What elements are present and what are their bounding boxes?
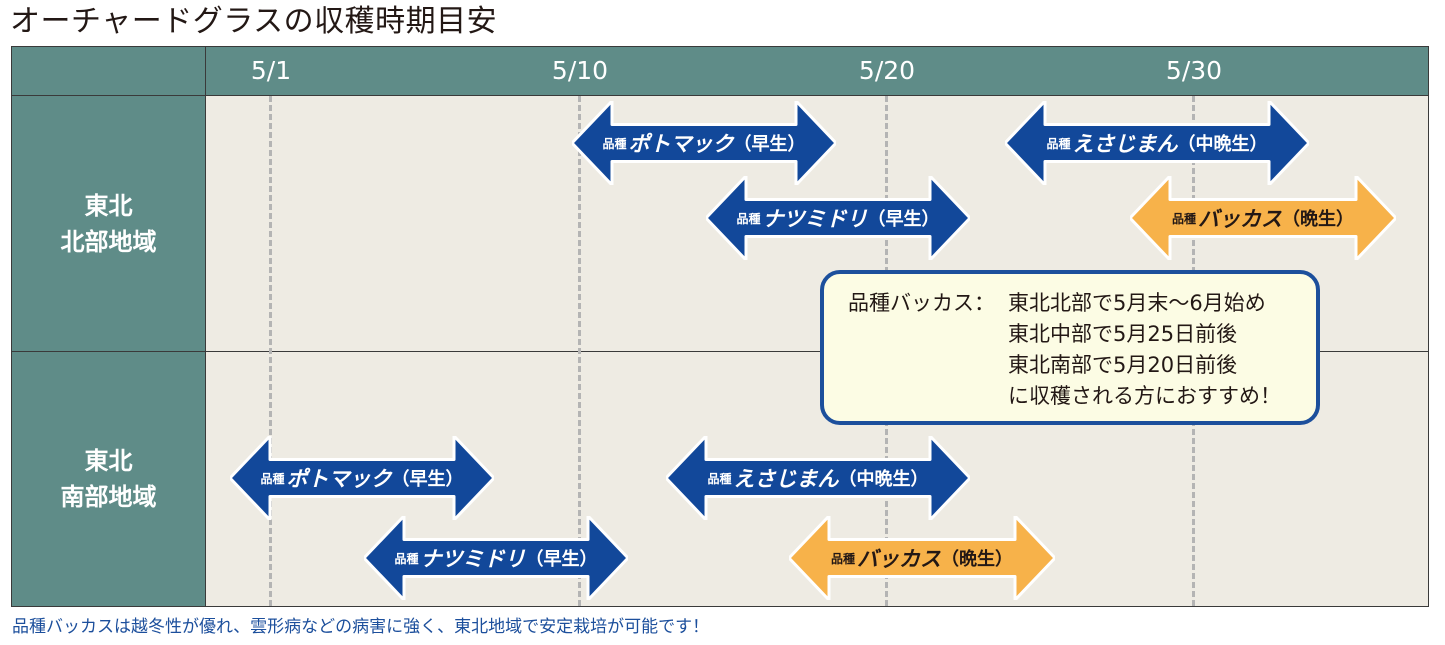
region-north-line1: 東北 bbox=[84, 191, 133, 220]
harvest-chart: 5/1 5/10 5/20 5/30 東北 北部地域 東北 南部地域 品種 ポト… bbox=[11, 46, 1429, 607]
variety-prefix: 品種 bbox=[1046, 136, 1071, 151]
callout-heading: 品種バッカス： bbox=[848, 291, 995, 315]
header-corner bbox=[12, 47, 206, 96]
arrow-body bbox=[230, 436, 494, 520]
variety-name: ポトマック bbox=[286, 467, 392, 491]
variety-name: ナツミドリ bbox=[420, 547, 526, 571]
date-label-5-20: 5/20 bbox=[858, 56, 916, 85]
arrow-north-esajiman: 品種 えさじまん （中晩生） bbox=[1005, 101, 1309, 185]
variety-prefix: 品種 bbox=[602, 136, 627, 151]
double-arrow-shape bbox=[706, 176, 970, 260]
variety-name: えさじまん bbox=[733, 467, 839, 491]
arrow-body bbox=[706, 176, 970, 260]
arrow-body bbox=[1005, 101, 1309, 185]
arrow-body bbox=[789, 516, 1055, 600]
callout-line: 東北南部で5月20日前後 bbox=[1008, 353, 1238, 377]
variety-suffix: （早生） bbox=[525, 549, 598, 570]
callout-line: に収穫される方におすすめ！ bbox=[1008, 384, 1281, 408]
row-divider bbox=[12, 351, 1428, 352]
arrow-south-bacchus: 品種 バッカス （晩生） bbox=[789, 516, 1055, 600]
callout-line: 東北中部で5月25日前後 bbox=[1008, 322, 1238, 346]
variety-prefix: 品種 bbox=[736, 211, 761, 226]
arrow-north-potomac: 品種 ポトマック （早生） bbox=[572, 101, 836, 185]
date-label-5-10: 5/10 bbox=[551, 56, 609, 85]
date-header: 5/1 5/10 5/20 5/30 bbox=[12, 47, 1428, 96]
arrow-north-bacchus: 品種 バッカス （晩生） bbox=[1130, 176, 1396, 260]
arrow-body bbox=[364, 516, 628, 600]
variety-suffix: （中晩生） bbox=[838, 469, 929, 490]
double-arrow-shape bbox=[572, 101, 836, 185]
variety-prefix: 品種 bbox=[1171, 211, 1196, 226]
variety-prefix: 品種 bbox=[260, 471, 285, 486]
arrow-south-potomac: 品種 ポトマック （早生） bbox=[230, 436, 494, 520]
callout-line: 東北北部で5月末～6月始め bbox=[1008, 291, 1266, 315]
variety-suffix: （晩生） bbox=[1282, 209, 1354, 230]
variety-suffix: （早生） bbox=[391, 469, 464, 490]
variety-name: ナツミドリ bbox=[762, 207, 868, 231]
region-north-line2: 北部地域 bbox=[60, 227, 157, 256]
variety-name: ポトマック bbox=[628, 132, 734, 156]
double-arrow-shape bbox=[364, 516, 628, 600]
date-label-5-30: 5/30 bbox=[1165, 56, 1223, 85]
variety-prefix: 品種 bbox=[830, 551, 855, 566]
arrow-body bbox=[572, 101, 836, 185]
region-north: 東北 北部地域 bbox=[12, 96, 206, 351]
double-arrow-shape bbox=[230, 436, 494, 520]
variety-suffix: （早生） bbox=[733, 134, 806, 155]
page-title: オーチャードグラスの収穫時期目安 bbox=[10, 4, 498, 39]
variety-suffix: （晩生） bbox=[941, 549, 1013, 570]
double-arrow-shape bbox=[1005, 101, 1309, 185]
variety-name: バッカス bbox=[1198, 207, 1282, 231]
variety-name: えさじまん bbox=[1072, 132, 1178, 156]
arrow-south-esajiman: 品種 えさじまん （中晩生） bbox=[666, 436, 970, 520]
bacchus-callout: 品種バッカス： 東北北部で5月末～6月始め 東北中部で5月25日前後 東北南部で… bbox=[820, 270, 1320, 425]
region-south: 東北 南部地域 bbox=[12, 352, 206, 606]
arrow-body bbox=[1130, 176, 1396, 260]
double-arrow-shape bbox=[666, 436, 970, 520]
double-arrow-shape bbox=[789, 516, 1055, 600]
variety-prefix: 品種 bbox=[394, 551, 419, 566]
double-arrow-shape bbox=[1130, 176, 1396, 260]
gridline-5-10 bbox=[578, 96, 581, 606]
arrow-body bbox=[666, 436, 970, 520]
variety-name: バッカス bbox=[857, 547, 941, 571]
footnote: 品種バッカスは越冬性が優れ、雲形病などの病害に強く、東北地域で安定栽培が可能です… bbox=[12, 617, 710, 637]
region-south-line1: 東北 bbox=[84, 447, 133, 475]
arrow-north-natsumidori: 品種 ナツミドリ （早生） bbox=[706, 176, 970, 260]
region-south-line2: 南部地域 bbox=[60, 483, 157, 511]
variety-suffix: （早生） bbox=[867, 209, 940, 230]
callout-lines: 東北北部で5月末～6月始め 東北中部で5月25日前後 東北南部で5月20日前後 … bbox=[1008, 288, 1281, 412]
arrow-south-natsumidori: 品種 ナツミドリ （早生） bbox=[364, 516, 628, 600]
gridline-5-1 bbox=[269, 96, 272, 606]
variety-suffix: （中晩生） bbox=[1177, 134, 1268, 155]
variety-prefix: 品種 bbox=[707, 471, 732, 486]
date-label-5-1: 5/1 bbox=[250, 56, 292, 85]
